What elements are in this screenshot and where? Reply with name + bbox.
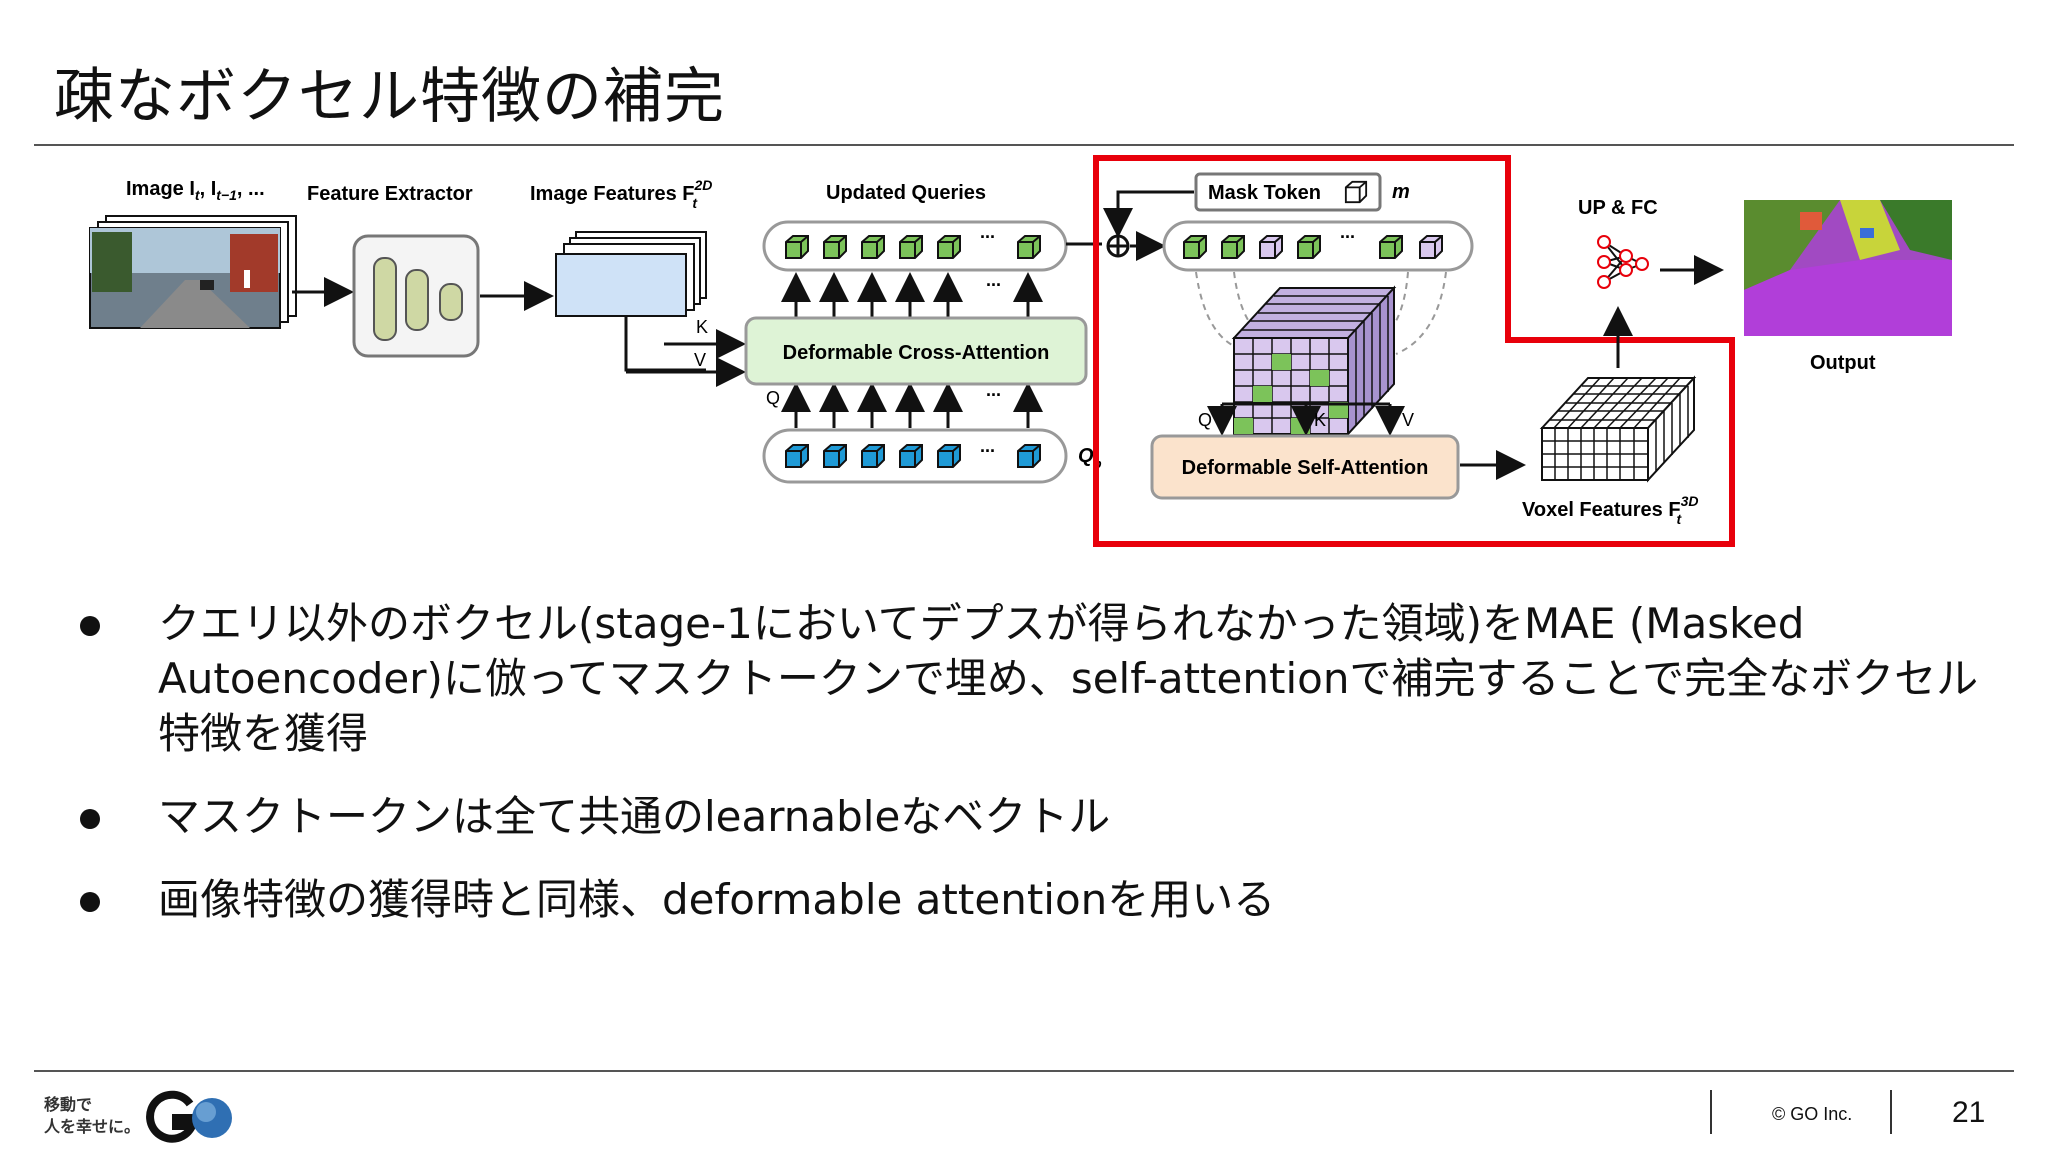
image-label: Image It, It−1, ... [126,178,265,203]
input-image-stack [89,215,297,329]
output-image [1744,186,1952,336]
query-cube [1379,235,1403,259]
query-cube [785,444,809,468]
v-symbol: V [1402,410,1414,430]
highlight-region [1093,155,1735,547]
mask-token-symbol: m [1392,181,1410,203]
bullet-text: クエリ以外のボクセル(stage-1においてデプスが得られなかった領域)をMAE… [158,599,1979,758]
self-attention-label: Deformable Self-Attention [1182,457,1429,479]
mask-token-label: Mask Token [1208,182,1321,204]
bullet-text: 画像特徴の獲得時と同様、deformable attentionを用いる [158,875,1276,924]
image-features-stack [555,231,707,317]
ellipsis-text: ... [980,436,995,456]
ellipsis-text: ... [980,222,995,242]
query-cube [861,444,885,468]
q-symbol: Q [766,388,780,408]
query-cube [1017,444,1041,468]
query-cube [937,444,961,468]
cross-attention-label: Deformable Cross-Attention [783,342,1050,364]
extractor-layer [439,283,463,321]
updated-queries-label: Updated Queries [826,182,986,204]
query-cube [1183,235,1207,259]
bullet-dot [80,892,100,912]
v-symbol: V [694,350,706,370]
output-label: Output [1810,352,1876,374]
extractor-layer [405,269,429,331]
brand-tagline: 移動で 人を幸せに。 [44,1094,140,1138]
up-fc-network-icon [1597,235,1649,289]
extractor-layer [373,257,397,341]
bullet-dot [80,616,100,636]
query-cube [899,444,923,468]
copyright: © GO Inc. [1772,1104,1853,1124]
title-divider [34,144,2014,146]
ellipsis-text: ... [1340,222,1355,242]
bullet-dot [80,809,100,829]
query-cube [823,235,847,259]
brand-tagline-line: 移動で [44,1095,93,1114]
feature-extractor-label: Feature Extractor [307,183,473,205]
brand-tagline-line: 人を幸せに。 [44,1117,141,1136]
query-cube [1017,235,1041,259]
go-logo: GO [146,1088,232,1143]
slide-title: 疎なボクセル特徴の補完 [54,62,725,132]
footer-divider [34,1070,2014,1072]
up-fc-label: UP & FC [1578,197,1658,219]
bullet-list: クエリ以外のボクセル(stage-1においてデプスが得られなかった領域)をMAE… [70,596,2010,955]
q-symbol: Q [1198,410,1212,430]
footer-separator [1890,1090,1892,1134]
cross-attention-block [744,316,1088,386]
architecture-figure: Image It, It−1, ... Feature Extractor Im… [0,140,2048,560]
mask-cube [1419,235,1443,259]
k-symbol: K [1314,410,1326,430]
bullet-item: 画像特徴の獲得時と同様、deformable attentionを用いる [70,872,2010,927]
voxel-features-grid [1539,375,1697,483]
bullet-text: マスクトークンは全て共通のlearnableなベクトル [158,792,1111,841]
ellipsis-text: ... [986,270,1001,290]
mask-cube [1259,235,1283,259]
svg-text:GO: GO [146,1088,148,1089]
query-cube [823,444,847,468]
bullet-item: マスクトークンは全て共通のlearnableなベクトル [70,789,2010,844]
query-cube [861,235,885,259]
query-cube [1221,235,1245,259]
page-number: 21 [1952,1096,1986,1129]
query-cube [1297,235,1321,259]
footer-separator [1710,1090,1712,1134]
mask-token-icon [1344,180,1368,204]
mask-token-block [1194,172,1382,212]
self-attention-block [1150,434,1460,500]
architecture-diagram: Image It, It−1, ... Feature Extractor Im… [89,155,1952,547]
query-cube [899,235,923,259]
footer: 移動で 人を幸せに。 GO © GO Inc. 21 [0,1080,2048,1152]
voxel-token-grid [1231,285,1397,437]
query-cube [937,235,961,259]
bullet-item: クエリ以外のボクセル(stage-1においてデプスが得られなかった領域)をMAE… [70,596,2010,761]
k-symbol: K [696,317,708,337]
query-cube [785,235,809,259]
